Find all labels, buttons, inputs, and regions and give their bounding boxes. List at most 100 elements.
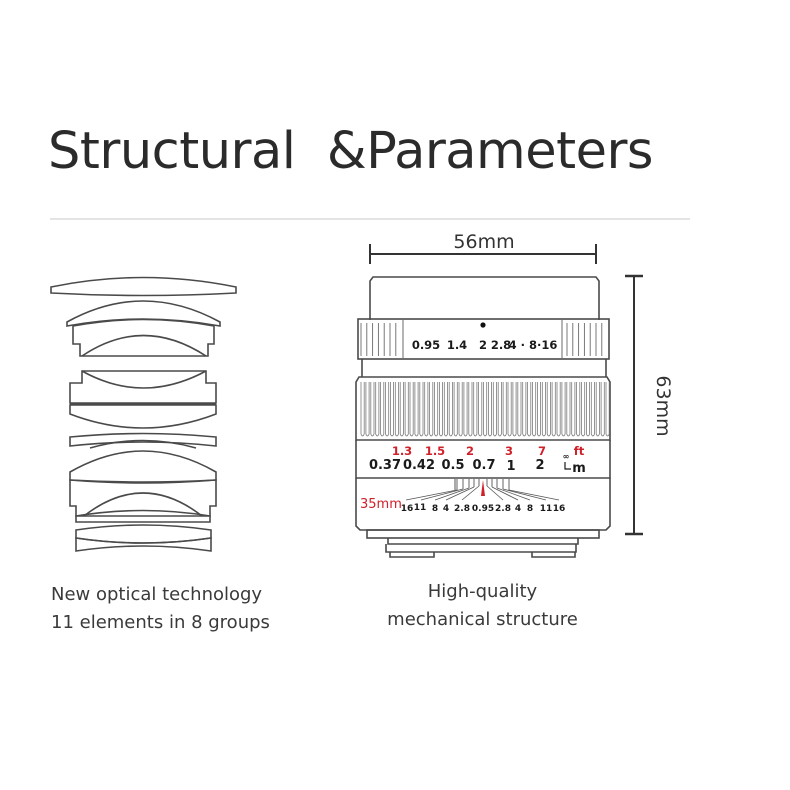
dof-guide — [508, 489, 560, 501]
aperture-grip-right — [566, 323, 603, 356]
lens-element-5 — [69, 404, 217, 429]
knurl-groove — [546, 382, 551, 437]
lens-diagram: 56mm 63mm 0.95 1.4 2 2.8 4 · 8·16 1.3 — [355, 231, 674, 558]
dof-guide — [420, 488, 464, 501]
dof-guide — [445, 486, 475, 501]
lens-element-3 — [72, 318, 215, 357]
knurl-groove — [414, 382, 419, 437]
knurl-groove — [448, 382, 453, 437]
knurl-groove — [600, 382, 605, 437]
knurl-groove — [532, 382, 537, 437]
dof-value: 16 — [553, 504, 566, 514]
dof-value: 0.95 — [472, 504, 494, 514]
knurl-groove — [434, 382, 439, 437]
distance-scale-m: 0.37 0.42 0.5 0.7 1 2 m ∞ — [369, 452, 586, 476]
lens-element-8 — [69, 479, 217, 517]
dof-guide — [405, 489, 458, 501]
width-dimension-label: 56mm — [453, 231, 514, 253]
optics-caption: New optical technology 11 elements in 8 … — [51, 581, 270, 637]
distance-scale-band — [355, 440, 611, 479]
knurl-groove — [360, 382, 365, 437]
aperture-ring — [357, 318, 610, 360]
knurl-groove — [581, 382, 586, 437]
infinity-symbol: ∞ — [563, 452, 570, 461]
knurl-groove — [512, 382, 517, 437]
lens-element-11 — [75, 537, 212, 552]
distance-m-unit: m — [572, 461, 586, 476]
height-dimension-label: 63mm — [652, 375, 674, 436]
mechanics-caption-line2: mechanical structure — [387, 609, 578, 630]
distance-ft-value: 1.5 — [425, 444, 445, 458]
knurl-groove — [527, 382, 532, 437]
knurl-groove — [571, 382, 576, 437]
knurl-groove — [404, 382, 409, 437]
knurl-groove — [551, 382, 556, 437]
lens-element-6 — [69, 432, 217, 447]
optics-caption-line2: 11 elements in 8 groups — [51, 612, 270, 633]
lens-element-9 — [75, 509, 211, 523]
knurl-groove — [605, 382, 610, 437]
distance-ft-value: 3 — [505, 444, 513, 458]
knurl-groove — [365, 382, 370, 437]
knurl-groove — [488, 382, 492, 437]
infinity-bracket-icon — [564, 462, 571, 470]
distance-ft-value: 2 — [466, 444, 474, 458]
knurl-groove — [576, 382, 581, 437]
knurl-groove — [492, 382, 497, 437]
page-title: Structural &Parameters — [48, 122, 654, 181]
aperture-grip-left — [360, 323, 397, 356]
dof-value: 16 — [401, 504, 414, 514]
knurl-groove — [375, 382, 380, 437]
knurl-groove — [429, 382, 434, 437]
distance-m-value: 0.7 — [472, 458, 495, 473]
dof-guide — [502, 488, 547, 501]
mechanics-caption-line1: High-quality — [427, 581, 538, 602]
distance-m-value: 0.37 — [369, 458, 401, 473]
lens-element-2 — [66, 300, 221, 327]
aperture-value: 2 — [479, 338, 487, 352]
knurl-groove — [419, 382, 424, 437]
knurl-groove — [409, 382, 414, 437]
aperture-value: 0.95 — [412, 338, 440, 352]
aperture-value: 4 · 8·16 — [509, 338, 558, 352]
distance-ft-value: 1.3 — [392, 444, 412, 458]
lens-element-7 — [69, 450, 217, 483]
knurl-groove — [385, 382, 390, 437]
dof-value: 4 — [443, 504, 449, 514]
dof-value: 2.8 — [454, 504, 470, 514]
knurl-groove — [443, 382, 448, 437]
knurl-groove — [556, 382, 561, 437]
dof-value: 4 — [515, 504, 521, 514]
mount-ring — [366, 529, 600, 539]
dof-guide — [486, 485, 504, 501]
knurl-groove — [497, 382, 502, 437]
distance-m-value: 0.42 — [403, 458, 435, 473]
knurl-groove — [517, 382, 522, 437]
knurl-groove — [522, 382, 527, 437]
knurl-groove — [399, 382, 404, 437]
knurl-groove — [394, 382, 399, 437]
optical-diagram — [50, 276, 237, 552]
knurl-groove — [473, 382, 478, 437]
knurl-groove — [483, 382, 488, 437]
knurl-groove — [463, 382, 468, 437]
knurl-groove — [478, 382, 483, 437]
dof-value: 11 — [414, 503, 427, 513]
knurl-groove — [370, 382, 375, 437]
knurl-groove — [439, 382, 443, 437]
knurl-groove — [380, 382, 385, 437]
distance-scale-ft: 1.3 1.5 2 3 7 ft — [392, 444, 585, 458]
focus-index-mark — [481, 480, 485, 496]
aperture-index-dot — [480, 322, 486, 328]
optics-caption-line1: New optical technology — [51, 584, 263, 605]
knurl-groove — [507, 382, 512, 437]
knurl-groove — [595, 382, 600, 437]
aperture-scale: 0.95 1.4 2 2.8 4 · 8·16 — [412, 338, 558, 352]
dof-scale: 16 11 8 4 2.8 0.95 2.8 4 8 11 16 — [401, 503, 566, 514]
dof-guide — [491, 486, 519, 501]
distance-m-value: 2 — [535, 458, 544, 473]
aperture-value: 2.8 — [491, 338, 511, 352]
knurl-groove — [566, 382, 571, 437]
divider — [50, 218, 690, 220]
